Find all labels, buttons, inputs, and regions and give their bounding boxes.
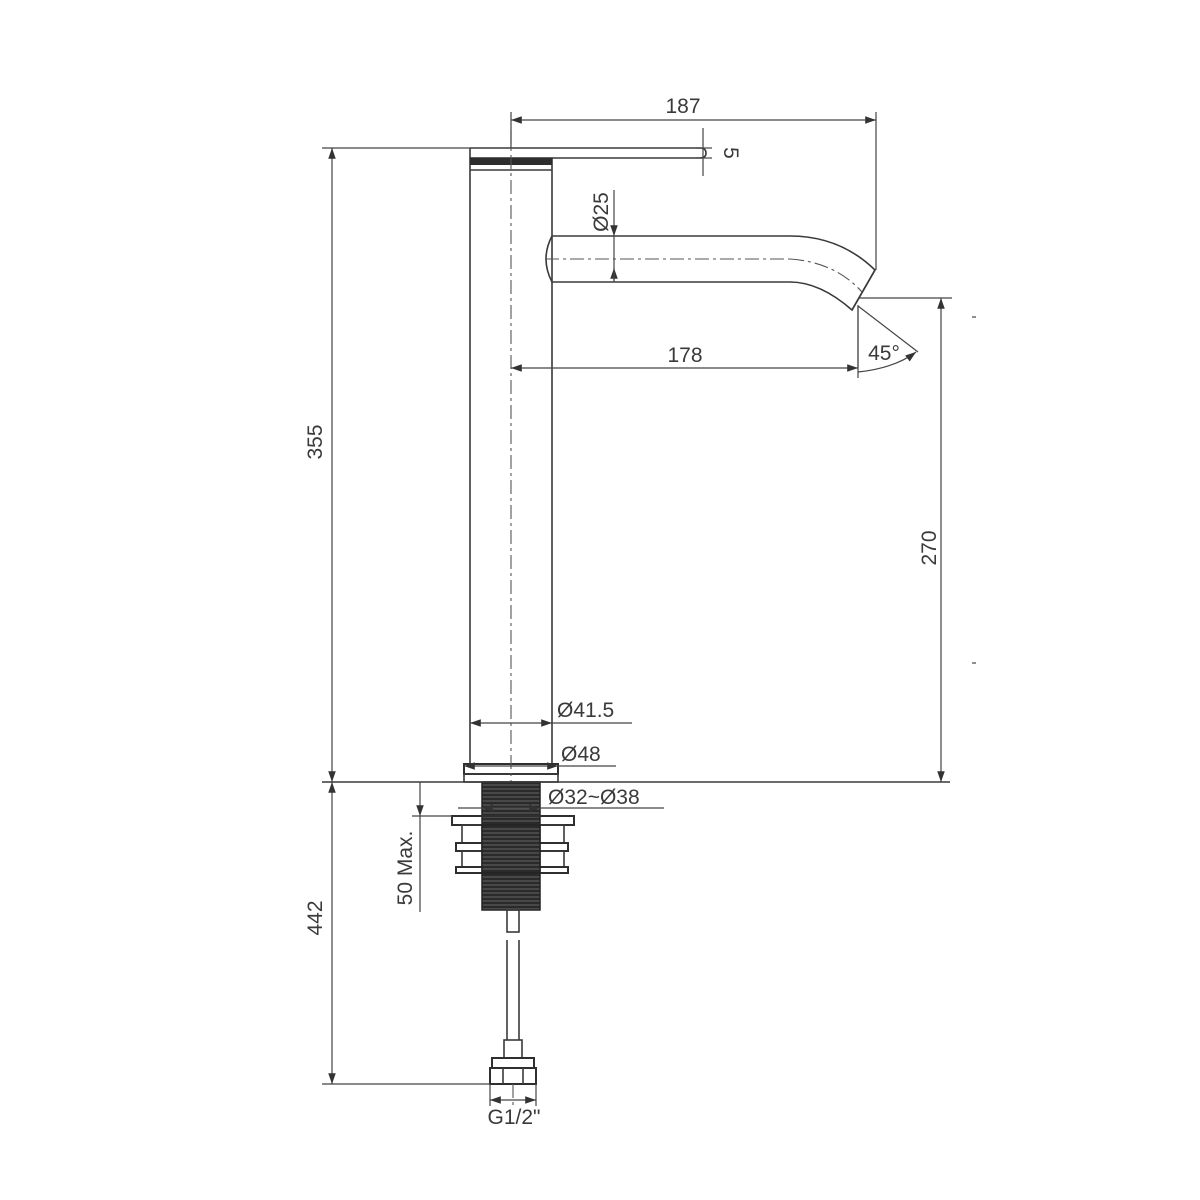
- dim-overall-height: 355: [304, 147, 470, 782]
- label-hole-diameter: Ø32~Ø38: [548, 786, 640, 809]
- label-body-diameter: Ø41.5: [557, 699, 614, 722]
- dim-body-diameter: Ø41.5: [470, 699, 632, 727]
- label-handle-offset: 5: [719, 147, 742, 159]
- label-max-deck-thickness: 50 Max.: [394, 831, 417, 906]
- handle-lever: [469, 147, 707, 159]
- dim-spout-height: 270: [858, 297, 976, 782]
- dim-overall-reach: 187: [510, 95, 877, 270]
- label-overall-height: 355: [304, 424, 327, 459]
- label-base-diameter: Ø48: [561, 743, 601, 766]
- spout: [545, 235, 877, 312]
- dim-spout-angle: 45°: [857, 305, 919, 373]
- label-hose-length: 442: [304, 900, 327, 935]
- dim-hole-diameter: Ø32~Ø38: [458, 786, 664, 812]
- dim-base-diameter: Ø48: [464, 743, 616, 770]
- dim-hose-length: 442: [304, 782, 490, 1085]
- dim-spout-diameter: Ø25: [590, 190, 618, 282]
- label-spout-height: 270: [918, 530, 941, 565]
- label-overall-reach: 187: [665, 95, 700, 118]
- dim-connection: G1/2": [488, 1084, 541, 1129]
- label-spout-reach: 178: [667, 344, 702, 367]
- dim-handle-offset: 5: [696, 128, 742, 176]
- dim-max-deck-thickness: 50 Max.: [394, 782, 452, 912]
- label-spout-angle: 45°: [868, 342, 900, 365]
- dim-spout-reach: 178: [510, 305, 859, 378]
- label-spout-diameter: Ø25: [590, 192, 613, 232]
- label-connection: G1/2": [488, 1106, 541, 1129]
- supply-hose: [489, 909, 537, 1105]
